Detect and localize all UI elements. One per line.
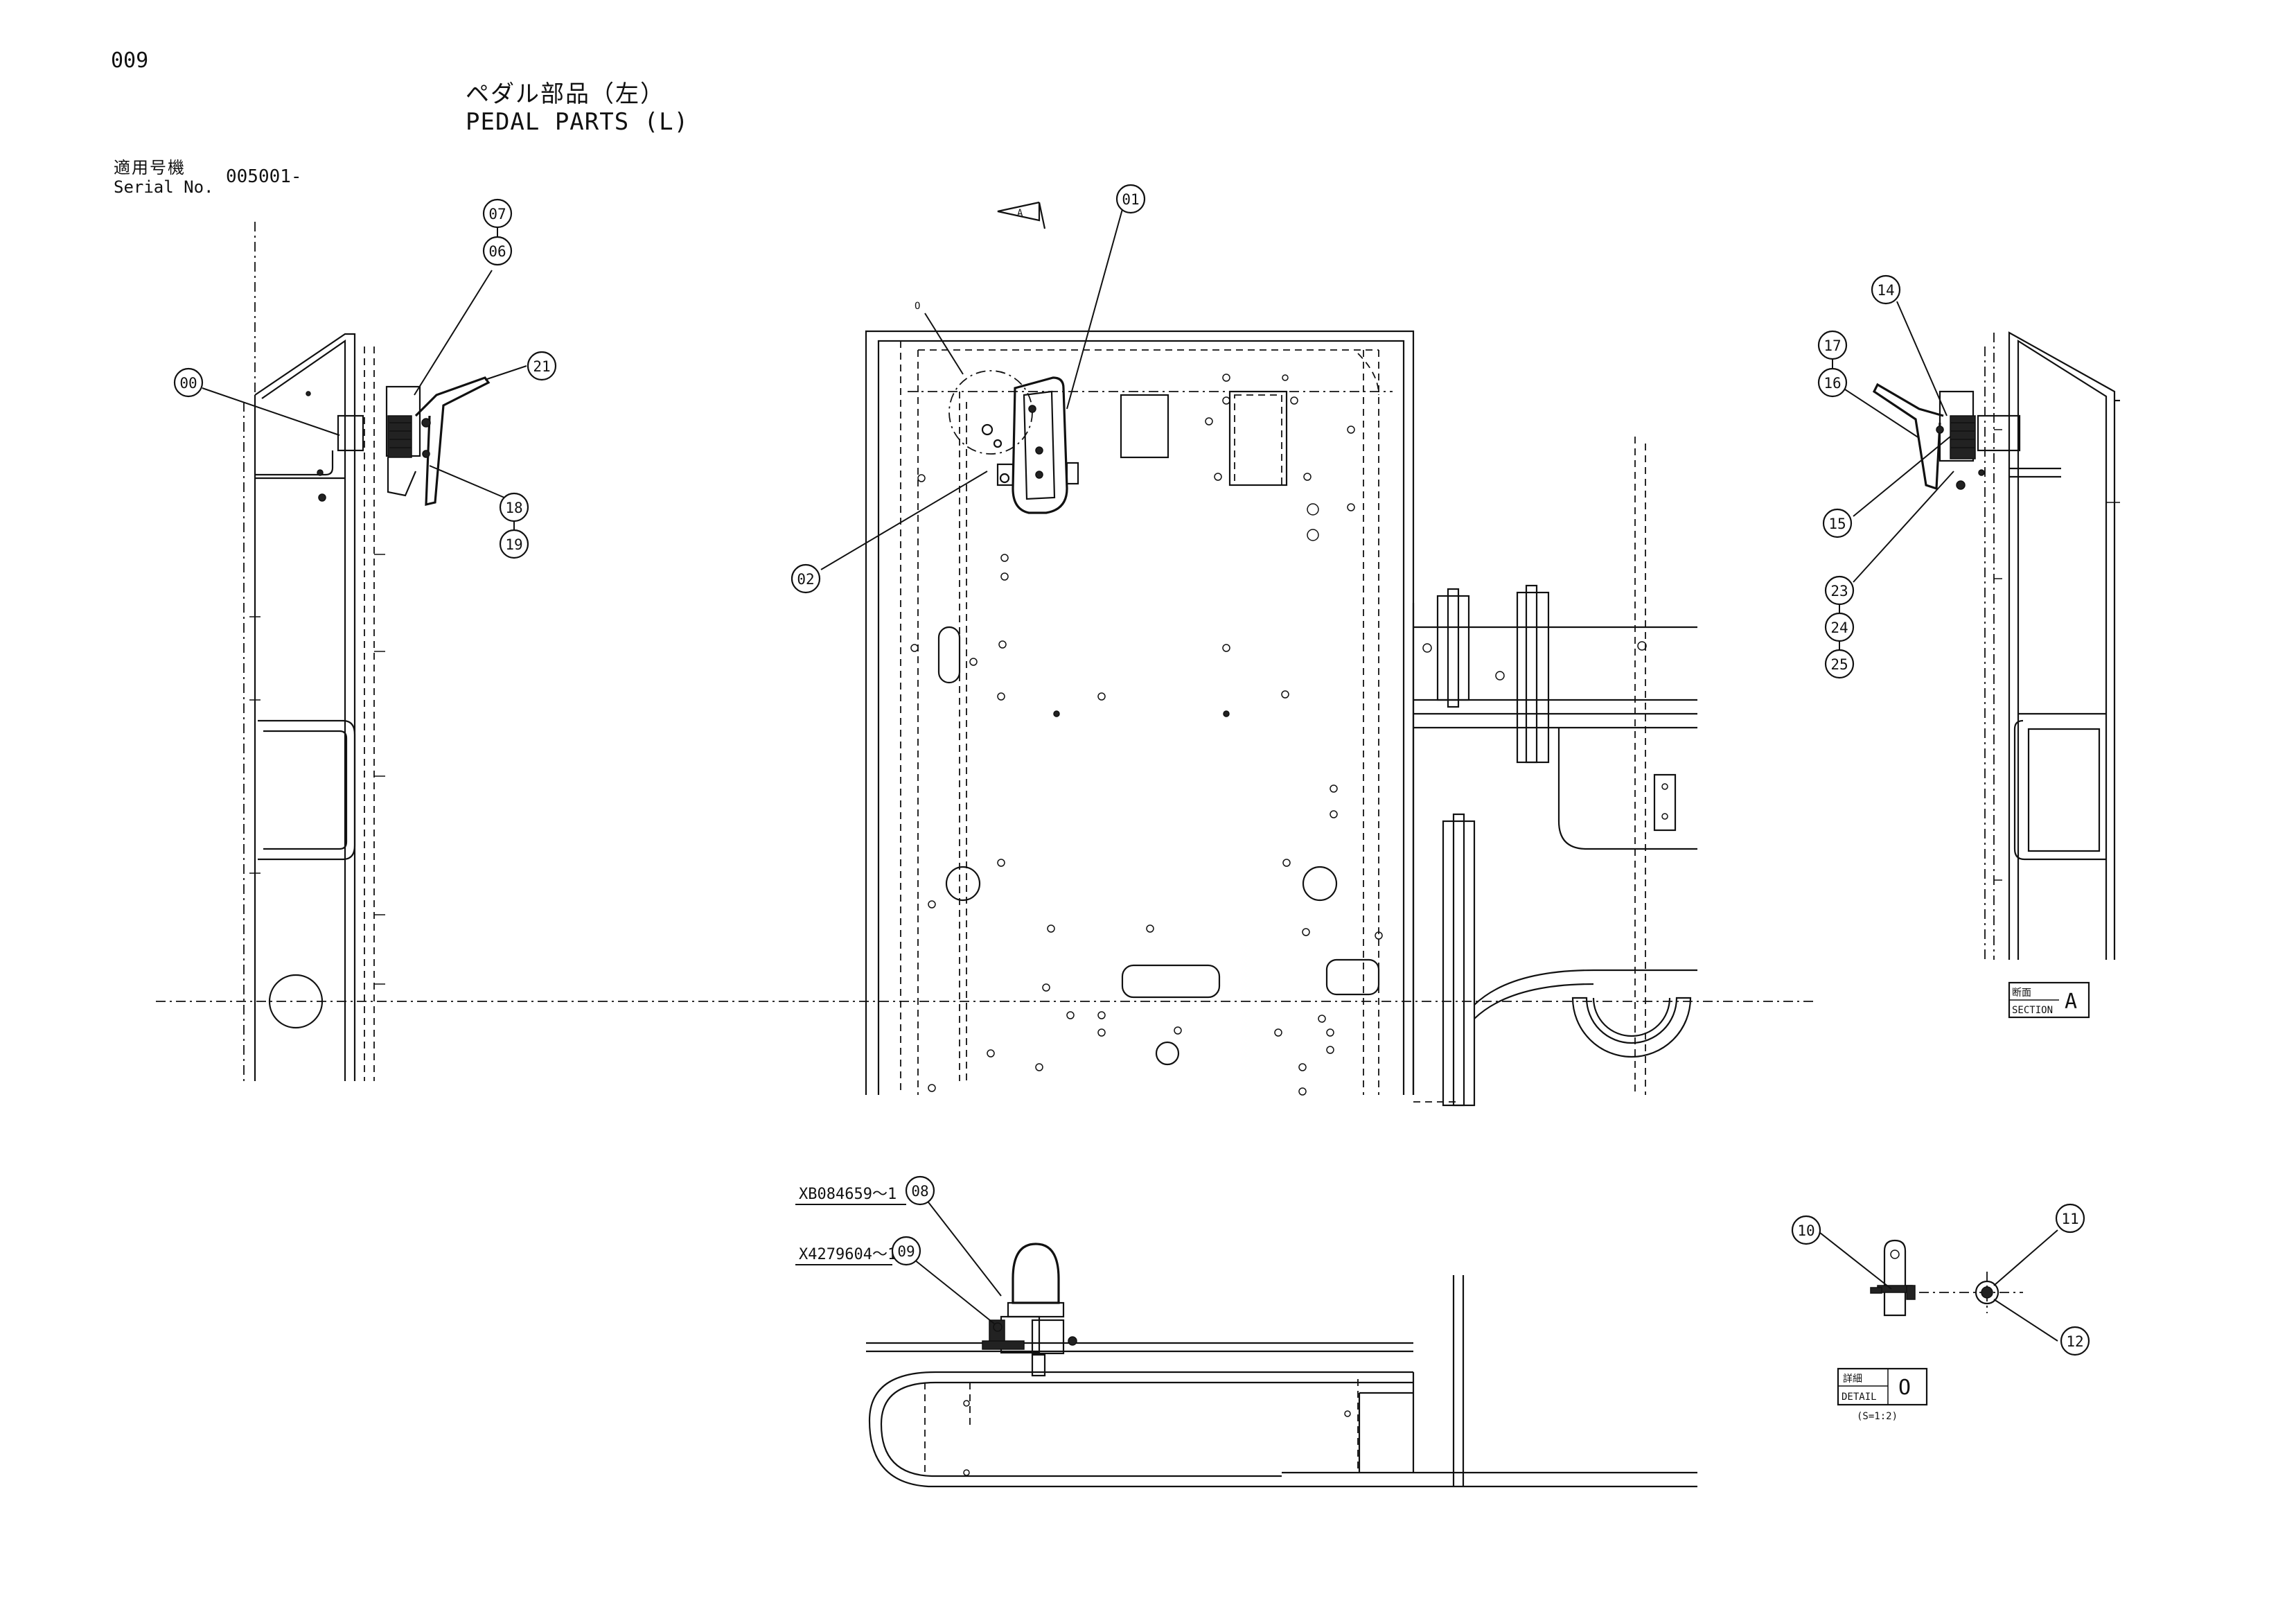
serial-label: Serial No. bbox=[114, 177, 214, 197]
left-side-view bbox=[243, 222, 491, 1081]
detail-letter: O bbox=[1898, 1376, 1911, 1400]
svg-text:01: 01 bbox=[1122, 191, 1139, 208]
svg-text:A: A bbox=[1017, 208, 1023, 219]
callout-09: 09 bbox=[891, 1236, 921, 1266]
callout-14: 14 bbox=[1871, 274, 1901, 305]
detail-label: DETAIL bbox=[1842, 1392, 1877, 1403]
svg-text:21: 21 bbox=[533, 358, 550, 375]
page-title-japanese: ペダル部品（左） bbox=[466, 80, 665, 108]
callout-18: 18 bbox=[499, 492, 529, 523]
callout-02: 02 bbox=[791, 563, 821, 594]
detail-label-japanese: 詳細 bbox=[1843, 1374, 1862, 1385]
svg-text:24: 24 bbox=[1830, 620, 1848, 636]
callout-00: 00 bbox=[173, 367, 204, 398]
section-label: SECTION bbox=[2012, 1005, 2053, 1016]
section-letter: A bbox=[2065, 990, 2077, 1014]
serial-number: 005001- bbox=[226, 166, 302, 187]
detail-o-view: 詳細 DETAIL O (S=1:2) bbox=[1837, 1239, 2023, 1422]
page-number: 009 bbox=[111, 49, 149, 73]
svg-text:18: 18 bbox=[505, 500, 522, 516]
right-frame-extension bbox=[1413, 437, 1697, 1107]
callout-21: 21 bbox=[527, 351, 557, 381]
right-section-view: 断面 SECTION A bbox=[1872, 331, 2120, 1019]
callout-16: 16 bbox=[1817, 367, 1848, 398]
svg-text:06: 06 bbox=[488, 243, 506, 260]
svg-text:14: 14 bbox=[1877, 282, 1894, 299]
callout-bubbles: 00 07 06 21 18 19 01 02 08 09 14 17 16 1… bbox=[173, 184, 2090, 1356]
bottom-front-view bbox=[866, 1243, 1697, 1488]
svg-text:09: 09 bbox=[897, 1243, 915, 1260]
callout-01: 01 bbox=[1115, 184, 1146, 214]
svg-text:10: 10 bbox=[1797, 1222, 1814, 1239]
svg-text:02: 02 bbox=[797, 571, 814, 588]
bubble-connectors bbox=[497, 227, 1840, 650]
callout-10: 10 bbox=[1791, 1215, 1821, 1245]
callout-23: 23 bbox=[1824, 575, 1855, 606]
svg-text:25: 25 bbox=[1830, 656, 1848, 673]
svg-text:23: 23 bbox=[1830, 583, 1848, 599]
view-arrow-a: A bbox=[997, 201, 1046, 229]
section-label-japanese: 断面 bbox=[2012, 988, 2031, 999]
center-top-view: O bbox=[865, 301, 1697, 1107]
reference-09: X4279604～1 bbox=[799, 1246, 897, 1263]
svg-text:19: 19 bbox=[505, 536, 522, 553]
svg-text:16: 16 bbox=[1823, 375, 1841, 392]
page-title: PEDAL PARTS (L) bbox=[466, 108, 689, 136]
serial-label-japanese: 適用号機 bbox=[114, 158, 186, 177]
detail-circle-label: O bbox=[915, 301, 920, 312]
detail-scale: (S=1:2) bbox=[1857, 1411, 1898, 1422]
svg-text:07: 07 bbox=[488, 206, 506, 222]
callout-11: 11 bbox=[2055, 1203, 2085, 1234]
callout-06: 06 bbox=[482, 236, 513, 266]
callout-15: 15 bbox=[1822, 508, 1853, 538]
svg-text:00: 00 bbox=[179, 375, 197, 392]
svg-text:15: 15 bbox=[1828, 516, 1846, 532]
svg-text:11: 11 bbox=[2061, 1211, 2078, 1227]
callout-07: 07 bbox=[482, 198, 513, 229]
callout-12: 12 bbox=[2060, 1326, 2090, 1356]
svg-text:08: 08 bbox=[911, 1183, 928, 1200]
svg-text:17: 17 bbox=[1823, 337, 1841, 354]
callout-19: 19 bbox=[499, 529, 529, 559]
svg-text:12: 12 bbox=[2066, 1333, 2083, 1350]
callout-17: 17 bbox=[1817, 330, 1848, 360]
callout-24: 24 bbox=[1824, 612, 1855, 642]
callout-25: 25 bbox=[1824, 649, 1855, 679]
leader-lines bbox=[202, 209, 2058, 1342]
callout-08: 08 bbox=[905, 1175, 935, 1206]
reference-08: XB084659～1 bbox=[799, 1186, 897, 1203]
